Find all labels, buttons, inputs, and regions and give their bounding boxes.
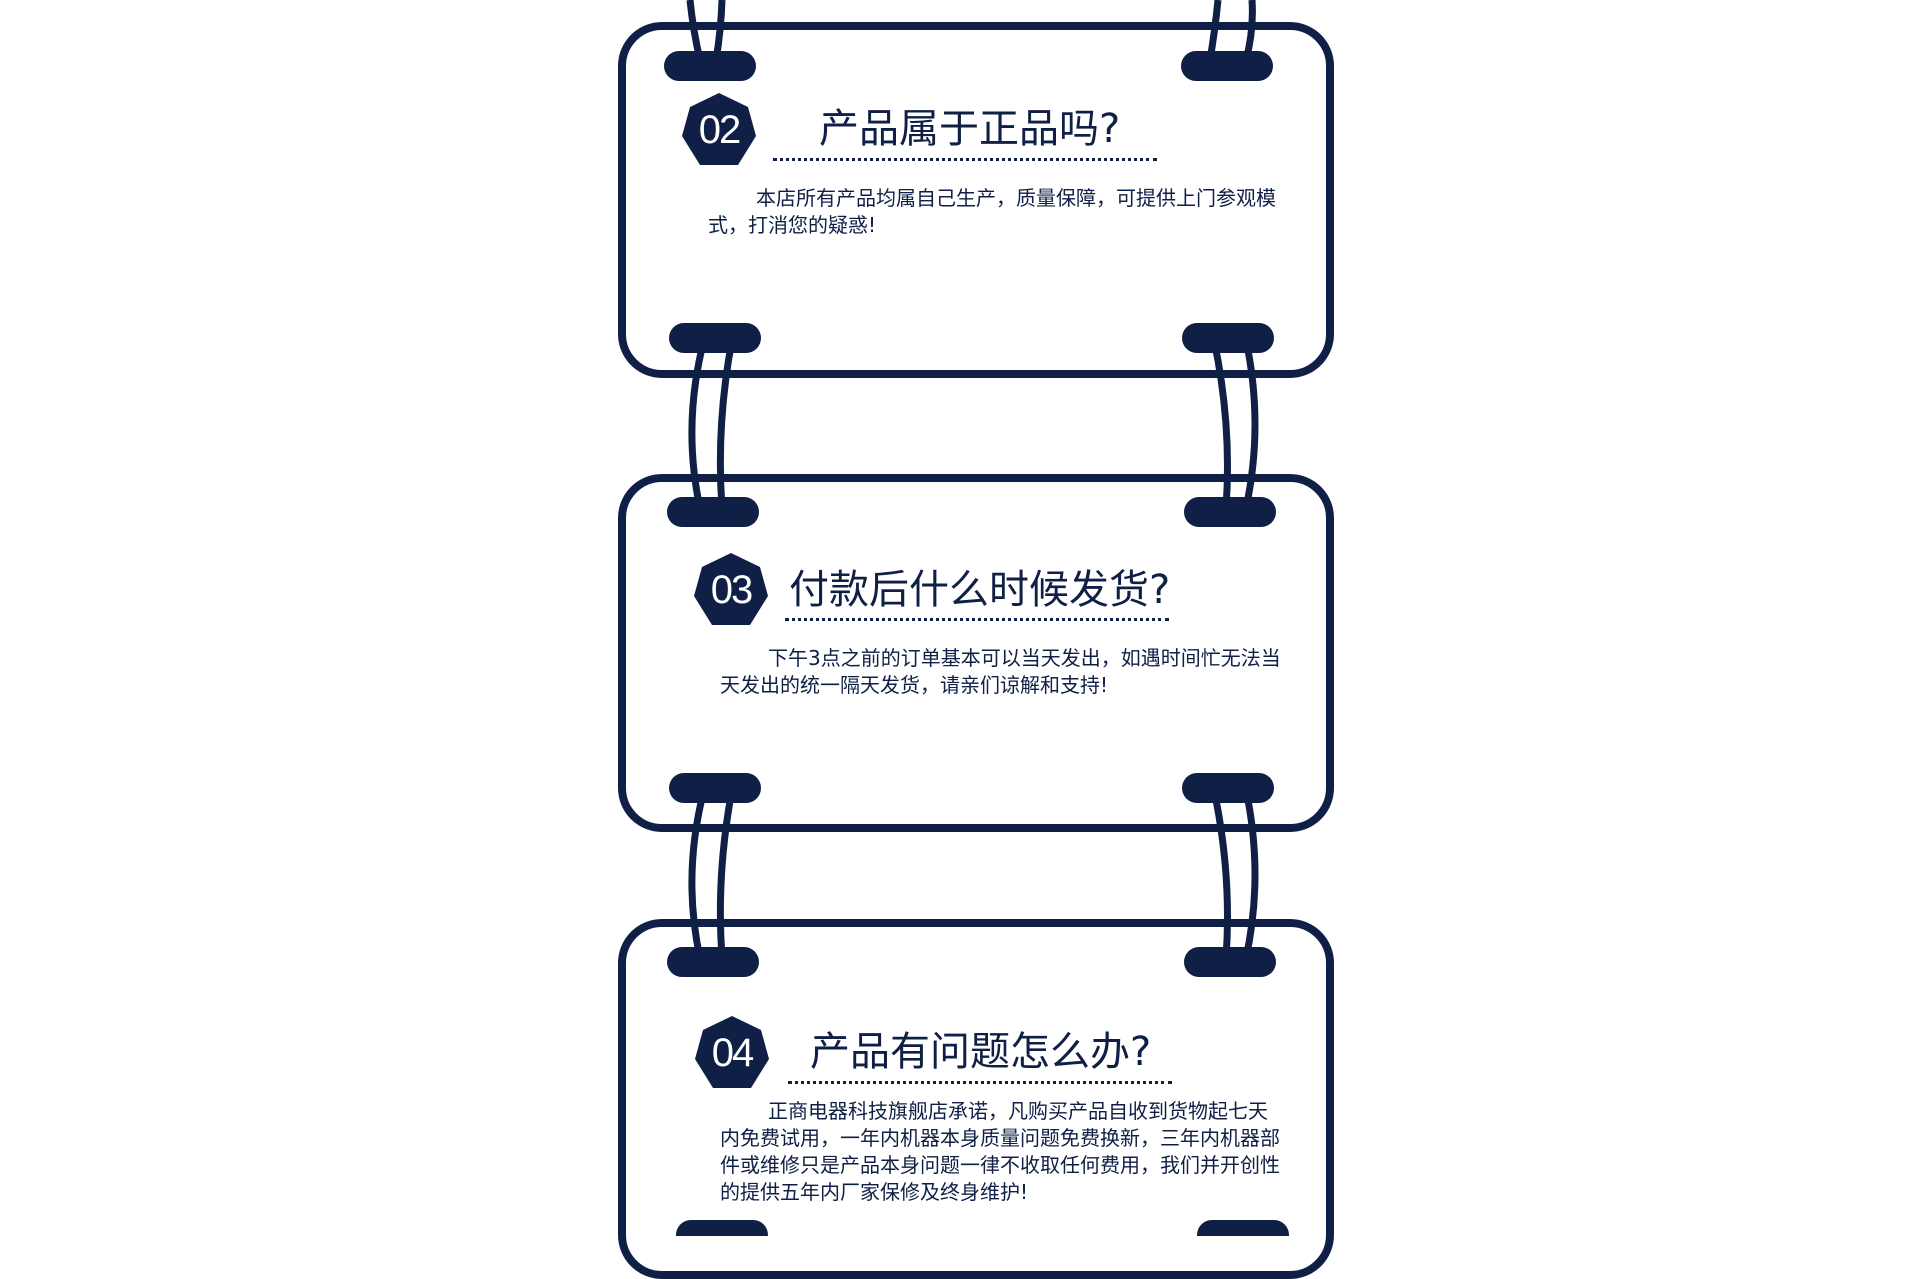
heptagon-icon	[695, 1016, 769, 1088]
faq-card-02	[618, 22, 1334, 378]
clip	[676, 1220, 768, 1236]
dotted-divider	[788, 1081, 1172, 1084]
heptagon-icon	[682, 93, 756, 165]
clip	[1184, 497, 1276, 527]
rope-right-2	[1210, 789, 1259, 959]
faq-question: 产品有问题怎么办?	[810, 1029, 1152, 1075]
faq-question: 产品属于正品吗?	[819, 106, 1121, 152]
badge-number: 03	[710, 568, 754, 612]
clip	[669, 773, 761, 803]
heptagon-icon	[694, 553, 768, 625]
badge-number: 04	[711, 1031, 755, 1075]
clip	[1182, 773, 1274, 803]
faq-answer: 正商电器科技旗舰店承诺，凡购买产品自收到货物起七天内免费试用，一年内机器本身质量…	[720, 1099, 1280, 1204]
dotted-divider	[773, 158, 1157, 161]
dotted-divider	[785, 618, 1169, 621]
number-badge: 04	[695, 1016, 769, 1090]
rope-left-1	[688, 339, 736, 509]
faq-answer: 本店所有产品均属自己生产，质量保障，可提供上门参观模式，打消您的疑惑!	[708, 186, 1276, 237]
clip	[1181, 51, 1273, 81]
clip	[664, 51, 756, 81]
rope-right-1	[1210, 339, 1259, 509]
faq-card-03	[618, 474, 1334, 832]
faq-question: 付款后什么时候发货?	[789, 567, 1171, 613]
number-badge: 02	[682, 93, 756, 167]
clip	[667, 947, 759, 977]
clips-decoration	[664, 51, 1289, 1236]
clip	[669, 323, 761, 353]
faq-answer: 下午3点之前的订单基本可以当天发出，如遇时间忙无法当天发出的统一隔天发货，请亲们…	[720, 646, 1281, 697]
clip	[1197, 1220, 1289, 1236]
rope-left-2	[688, 789, 736, 959]
badge-number: 02	[698, 108, 742, 152]
clip	[1184, 947, 1276, 977]
clip	[667, 497, 759, 527]
number-badge: 03	[694, 553, 768, 627]
hanging-ropes-decoration	[686, 0, 1259, 959]
clip	[1182, 323, 1274, 353]
